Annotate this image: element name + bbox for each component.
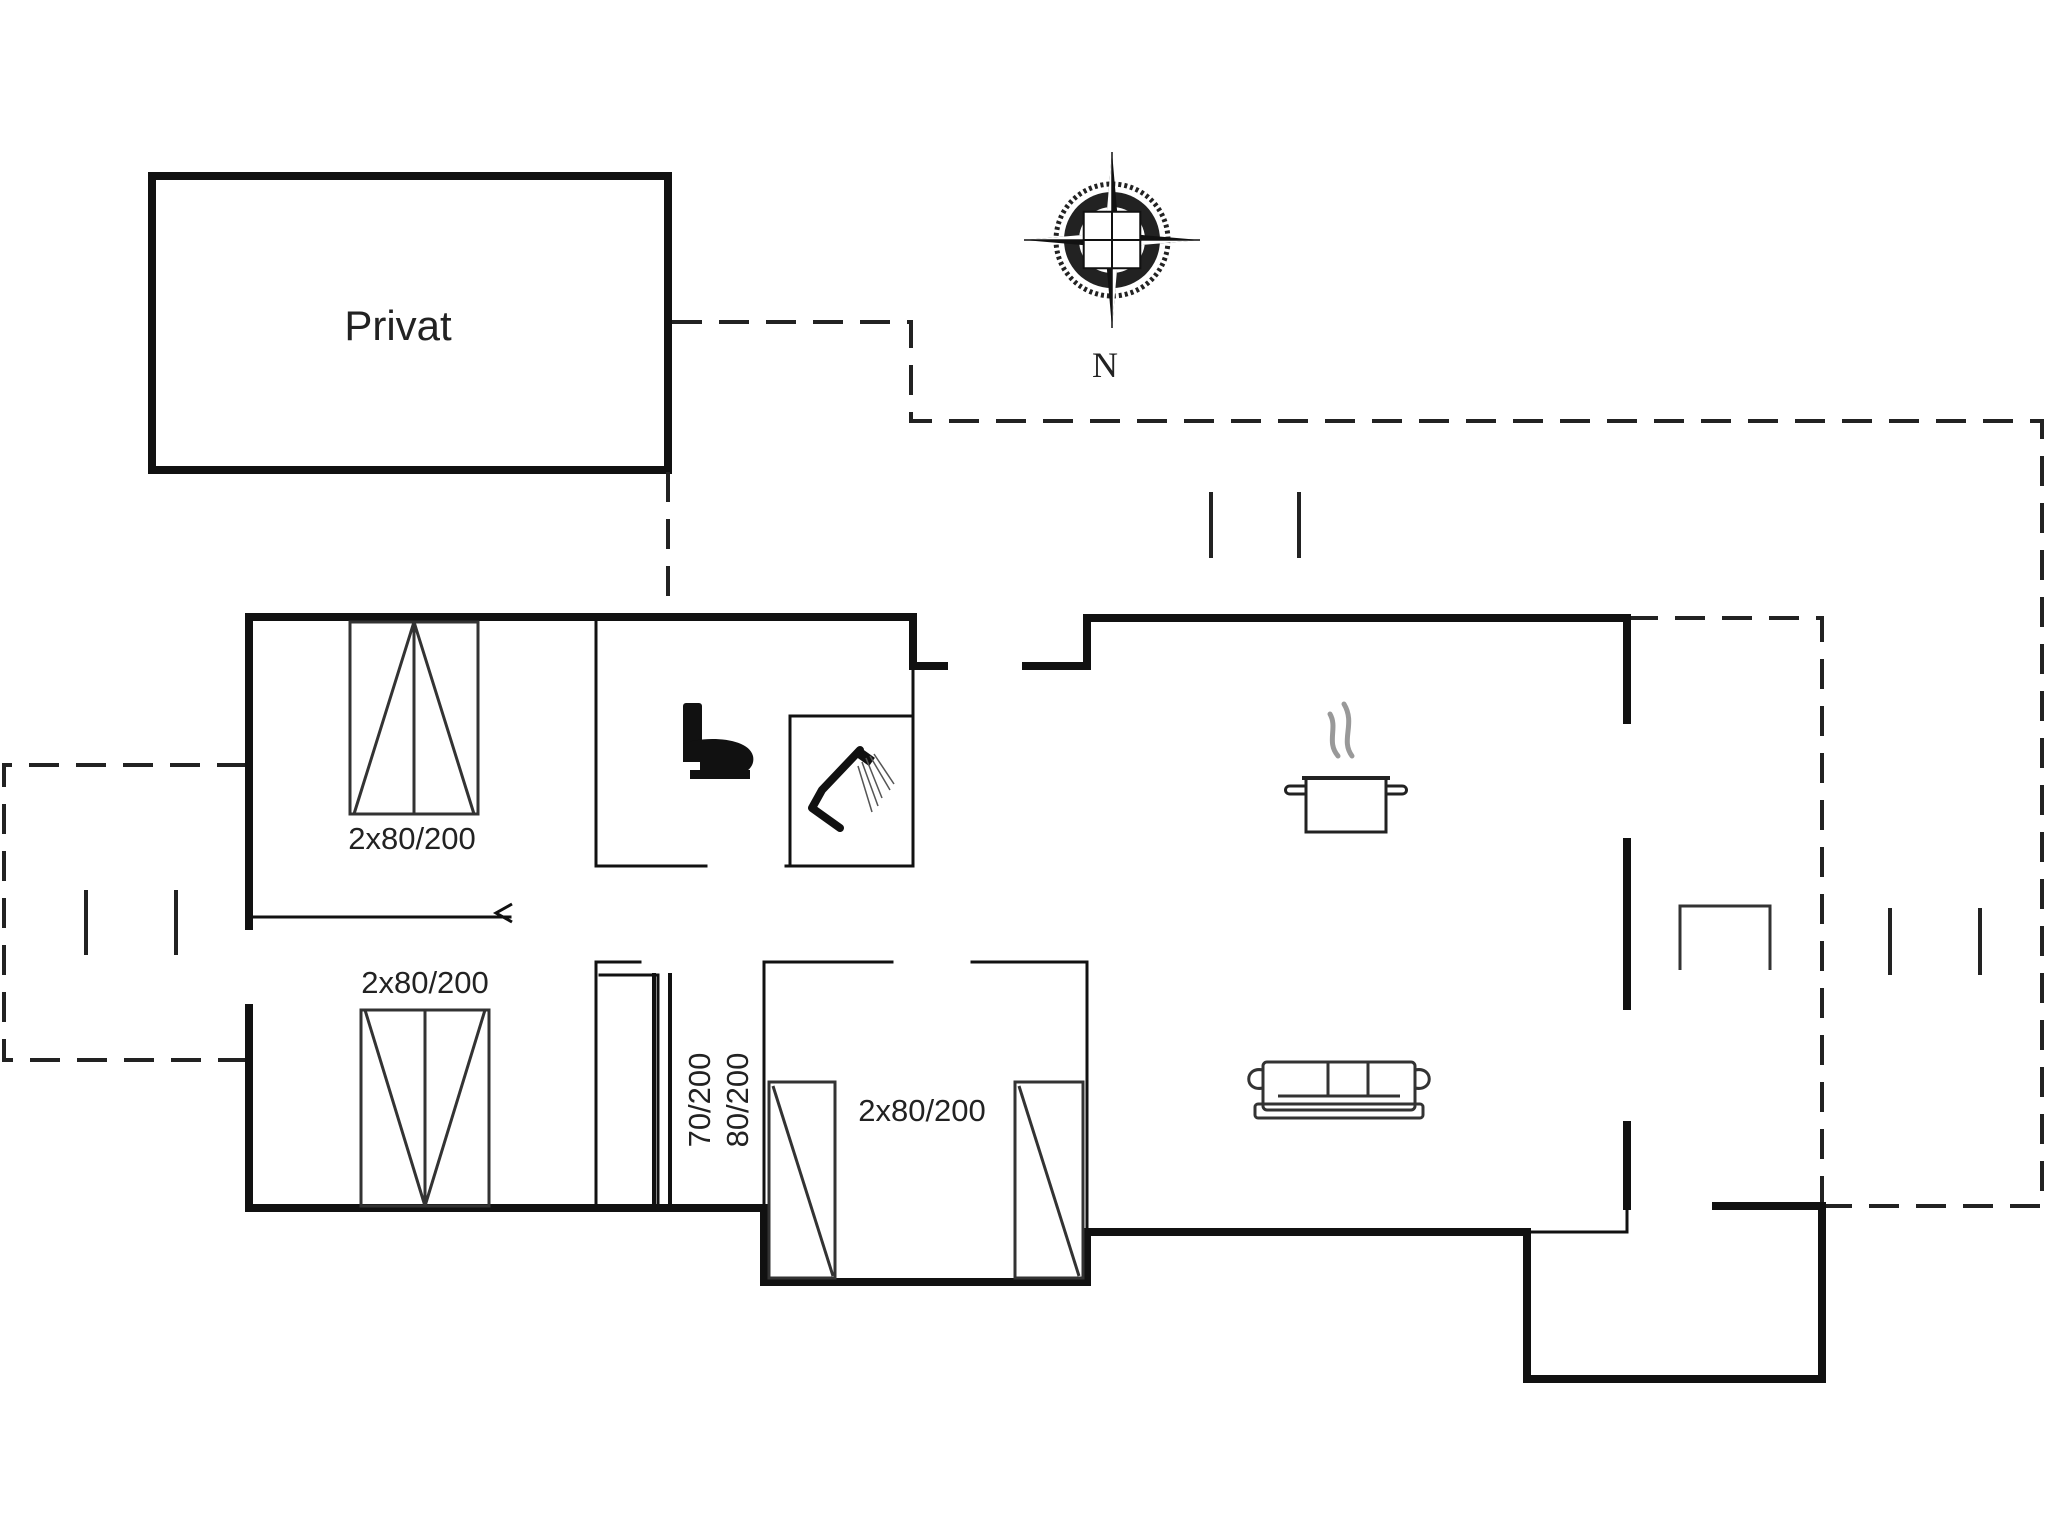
table-icon	[1678, 904, 1772, 970]
bed-label-center: 2x80/200	[858, 1093, 986, 1128]
privat-label: Privat	[344, 302, 452, 349]
terrace-outlines	[2, 320, 2044, 1208]
bed-icon	[767, 1080, 1085, 1280]
terrace-marks	[84, 492, 1982, 975]
bed-icon	[348, 620, 480, 816]
bed-label-bottom-left: 2x80/200	[361, 965, 489, 1000]
north-label: N	[1092, 345, 1118, 385]
bunk-label-narrow: 70/200	[682, 1053, 717, 1148]
bed-icon	[359, 1008, 491, 1208]
shower-icon	[808, 746, 895, 832]
bed-label-top-left: 2x80/200	[348, 821, 476, 856]
bunk-label-wide: 80/200	[720, 1053, 755, 1148]
cooking-pot-icon	[1284, 701, 1408, 834]
sofa-icon	[1247, 1060, 1431, 1120]
toilet-icon	[683, 703, 754, 779]
interior-walls	[247, 615, 1089, 1234]
compass-rose-icon	[1024, 152, 1200, 328]
corridor-arrow-icon	[492, 902, 513, 924]
privat-annex: Privat	[148, 172, 672, 474]
